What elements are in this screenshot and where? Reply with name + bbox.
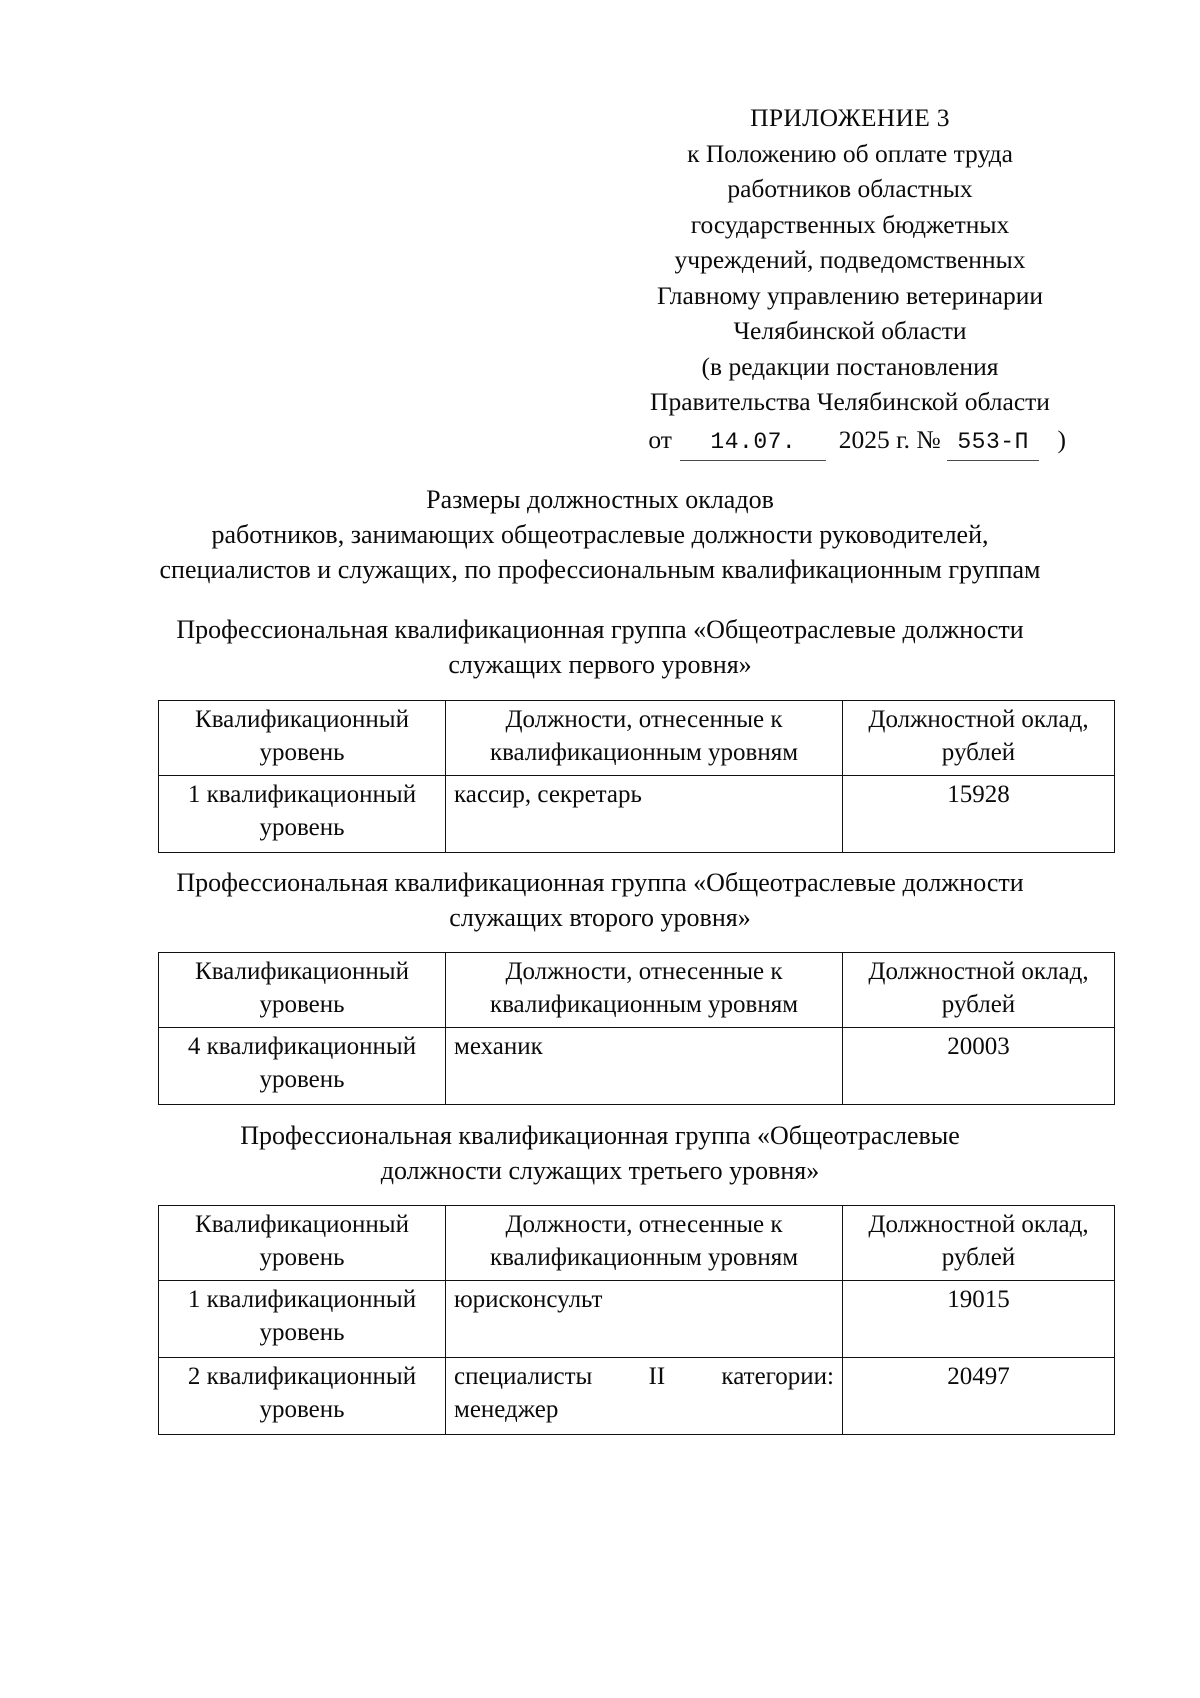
title-line-2: работников, занимающих общеотраслевые до… <box>211 520 989 549</box>
section-heading-3: Профессиональная квалификационная группа… <box>110 1118 1090 1188</box>
column-header-positions: Должности, отнесенные к квалификационным… <box>445 952 843 1028</box>
column-header-level: Квалификационный уровень <box>158 952 446 1028</box>
column-header-level: Квалификационный уровень <box>158 1205 446 1281</box>
title-line-3: специалистов и служащих, по профессионал… <box>159 555 1041 584</box>
position-line-2: менеджер <box>454 1396 559 1423</box>
column-header-positions-line-2: квалификационным уровням <box>489 991 799 1018</box>
table-row: 1 квалификационный уровень юрисконсульт … <box>158 1280 1115 1358</box>
table-header-row: Квалификационный уровень Должности, отне… <box>158 700 1115 776</box>
header-line-4: государственных бюджетных <box>690 209 1010 239</box>
level-line-2: уровень <box>259 1319 345 1346</box>
column-header-positions-line-2: квалификационным уровням <box>489 1244 799 1271</box>
cell-salary: 15928 <box>842 775 1115 853</box>
column-header-positions-line-1: Должности, отнесенные к <box>505 1211 783 1238</box>
column-header-salary-line-1: Должностной оклад, <box>868 958 1089 985</box>
column-header-salary-line-2: рублей <box>941 1244 1016 1271</box>
column-header-level-line-1: Квалификационный <box>195 1211 409 1238</box>
column-header-level-line-1: Квалификационный <box>195 706 409 733</box>
closing-paren: ) <box>1057 424 1067 454</box>
cell-positions: кассир, секретарь <box>445 775 843 853</box>
position-line-1: юрисконсульт <box>454 1286 603 1313</box>
column-header-level: Квалификационный уровень <box>158 700 446 776</box>
header-line-6: Главному управлению ветеринарии <box>656 280 1044 310</box>
salary-table-2: Квалификационный уровень Должности, отне… <box>158 952 1115 1105</box>
column-header-positions-line-2: квалификационным уровням <box>489 739 799 766</box>
header-line-8: (в редакции постановления <box>701 351 999 381</box>
decree-year-label: 2025 г. № <box>838 424 941 454</box>
document-title: Размеры должностных окладов работников, … <box>110 482 1090 587</box>
appendix-title: ПРИЛОЖЕНИЕ 3 <box>750 103 950 132</box>
column-header-salary: Должностной оклад, рублей <box>842 700 1115 776</box>
cell-salary: 20003 <box>842 1027 1115 1105</box>
header-line-7: Челябинской области <box>733 316 967 345</box>
cell-qualification-level: 1 квалификационный уровень <box>158 1280 446 1358</box>
salary-table-1: Квалификационный уровень Должности, отне… <box>158 700 1115 853</box>
section-2-heading-line-1: Профессиональная квалификационная группа… <box>176 868 1024 897</box>
column-header-level-line-2: уровень <box>259 991 345 1018</box>
level-line-2: уровень <box>259 1066 345 1093</box>
decree-date-line: от 14.07. 2025 г. № 553-П ) <box>620 422 1080 461</box>
column-header-positions-line-1: Должности, отнесенные к <box>505 958 783 985</box>
table-header-row: Квалификационный уровень Должности, отне… <box>158 1205 1115 1281</box>
level-line-1: 1 квалификационный <box>187 1286 417 1313</box>
level-line-2: уровень <box>259 1396 345 1423</box>
cell-salary: 19015 <box>842 1280 1115 1358</box>
header-line-9: Правительства Челябинской области <box>650 387 1050 416</box>
column-header-salary: Должностной оклад, рублей <box>842 952 1115 1028</box>
section-2-heading-line-2: служащих второго уровня» <box>449 903 751 932</box>
header-line-5: учреждений, подведомственных <box>674 245 1026 274</box>
table-header-row: Квалификационный уровень Должности, отне… <box>158 952 1115 1028</box>
section-1-heading-line-1: Профессиональная квалификационная группа… <box>176 615 1024 644</box>
level-line-1: 4 квалификационный <box>187 1033 417 1060</box>
position-line-1: специалисты II категории: <box>454 1363 834 1390</box>
column-header-salary: Должностной оклад, рублей <box>842 1205 1115 1281</box>
cell-qualification-level: 2 квалификационный уровень <box>158 1357 446 1435</box>
column-header-salary-line-1: Должностной оклад, <box>868 1211 1089 1238</box>
cell-qualification-level: 4 квалификационный уровень <box>158 1027 446 1105</box>
header-line-2: к Положению об оплате труда <box>687 138 1013 168</box>
cell-qualification-level: 1 квалификационный уровень <box>158 775 446 853</box>
column-header-positions: Должности, отнесенные к квалификационным… <box>445 700 843 776</box>
section-3-heading-line-1: Профессиональная квалификационная группа… <box>240 1121 960 1150</box>
level-line-1: 2 квалификационный <box>187 1363 417 1390</box>
header-line-3: работников областных <box>727 174 973 203</box>
cell-salary: 20497 <box>842 1357 1115 1435</box>
column-header-level-line-2: уровень <box>259 1244 345 1271</box>
level-line-1: 1 квалификационный <box>187 781 417 808</box>
decree-number-value: 553-П <box>947 424 1040 461</box>
table-row: 4 квалификационный уровень механик 20003 <box>158 1027 1115 1105</box>
section-heading-1: Профессиональная квалификационная группа… <box>110 612 1090 682</box>
column-header-salary-line-2: рублей <box>941 739 1016 766</box>
position-line-1: кассир, секретарь <box>454 781 642 808</box>
appendix-header: ПРИЛОЖЕНИЕ 3 к Положению об оплате труда… <box>620 100 1080 461</box>
column-header-level-line-2: уровень <box>259 739 345 766</box>
cell-positions: механик <box>445 1027 843 1105</box>
section-3-heading-line-2: должности служащих третьего уровня» <box>380 1156 820 1185</box>
table-row: 2 квалификационный уровень специалисты I… <box>158 1357 1115 1435</box>
column-header-salary-line-1: Должностной оклад, <box>868 706 1089 733</box>
cell-positions: специалисты II категории: менеджер <box>445 1357 843 1435</box>
position-line-1: механик <box>454 1033 543 1060</box>
column-header-level-line-1: Квалификационный <box>195 958 409 985</box>
title-line-1: Размеры должностных окладов <box>426 485 774 514</box>
level-line-2: уровень <box>259 814 345 841</box>
column-header-positions: Должности, отнесенные к квалификационным… <box>445 1205 843 1281</box>
date-prefix-label: от <box>648 424 672 454</box>
decree-date-value: 14.07. <box>680 424 827 461</box>
column-header-salary-line-2: рублей <box>941 991 1016 1018</box>
column-header-positions-line-1: Должности, отнесенные к <box>505 706 783 733</box>
table-row: 1 квалификационный уровень кассир, секре… <box>158 775 1115 853</box>
section-1-heading-line-2: служащих первого уровня» <box>448 650 752 679</box>
salary-table-3: Квалификационный уровень Должности, отне… <box>158 1205 1115 1435</box>
section-heading-2: Профессиональная квалификационная группа… <box>110 865 1090 935</box>
cell-positions: юрисконсульт <box>445 1280 843 1358</box>
